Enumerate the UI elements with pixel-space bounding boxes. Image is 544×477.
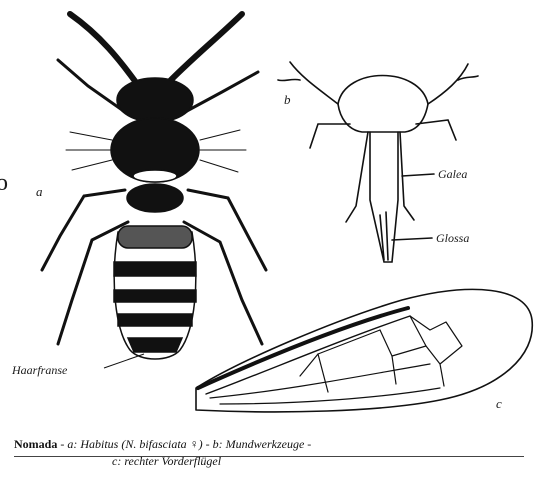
label-a: a: [36, 184, 43, 199]
label-c: c: [496, 396, 502, 411]
label-haarfranse: Haarfranse: [11, 363, 68, 377]
bee-head: [117, 78, 193, 122]
mandible-right: [428, 64, 478, 104]
caption-line1: a: Habitus (N. bifasciata ♀) - b: Mundwe…: [67, 437, 311, 451]
label-b: b: [284, 92, 291, 107]
label-glossa: Glossa: [436, 231, 469, 245]
caption-rule: [14, 456, 524, 457]
galea-left: [346, 132, 368, 222]
caption-genus: Nomada: [14, 437, 57, 451]
glossa: [370, 132, 398, 262]
costal-vein: [198, 308, 408, 388]
palp-left: [310, 124, 350, 148]
antenna-right: [165, 14, 242, 86]
haarfranse-leader: [104, 354, 144, 368]
antenna-left: [70, 14, 140, 88]
label-galea: Galea: [438, 167, 467, 181]
edge-fragment: o: [0, 170, 8, 196]
galea-leader: [402, 174, 434, 176]
glossa-leader: [392, 238, 432, 240]
palp-right: [416, 120, 456, 140]
leg-front-left: [58, 60, 125, 112]
mentum: [338, 76, 428, 133]
bee-body: [111, 78, 199, 359]
caption-sep: -: [60, 437, 64, 451]
leg-front-right: [185, 72, 258, 112]
figure-caption: Nomada - a: Habitus (N. bifasciata ♀) - …: [14, 436, 514, 470]
